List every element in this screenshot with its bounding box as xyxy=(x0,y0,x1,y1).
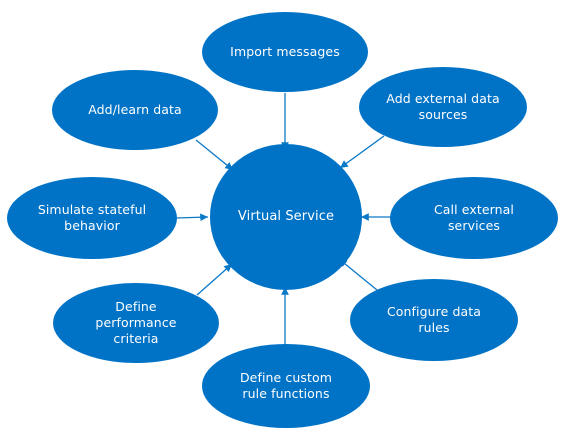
node-virtual-service: Virtual Service xyxy=(210,144,362,290)
arrow-configure-data-rules xyxy=(338,258,378,291)
node-call-external-services: Call external services xyxy=(390,177,558,259)
node-add-external-data-sources: Add external data sources xyxy=(359,67,527,147)
node-label: Add external data sources xyxy=(386,91,500,122)
node-add-learn-data: Add/learn data xyxy=(52,70,218,150)
node-configure-data-rules: Configure data rules xyxy=(350,279,518,361)
arrow-define-performance-criteria xyxy=(196,263,233,296)
arrow-add-learn-data xyxy=(195,139,234,171)
node-label: Simulate stateful behavior xyxy=(37,202,147,233)
node-label: Import messages xyxy=(230,44,340,59)
center-label: Virtual Service xyxy=(237,209,335,224)
node-simulate-stateful-behavior: Simulate stateful behavior xyxy=(7,177,177,259)
node-import-messages: Import messages xyxy=(202,12,368,92)
node-label: Define custom rule functions xyxy=(239,370,333,401)
node-label: Define performance criteria xyxy=(95,299,177,346)
arrow-simulate-stateful-behavior xyxy=(175,213,209,222)
node-label: Call external services xyxy=(433,202,515,233)
arrow-add-external-data-sources xyxy=(339,135,385,169)
node-label: Configure data rules xyxy=(386,304,482,335)
node-define-custom-rule-functions: Define custom rule functions xyxy=(202,344,370,428)
node-define-performance-criteria: Define performance criteria xyxy=(53,283,219,363)
node-label: Add/learn data xyxy=(88,102,182,117)
